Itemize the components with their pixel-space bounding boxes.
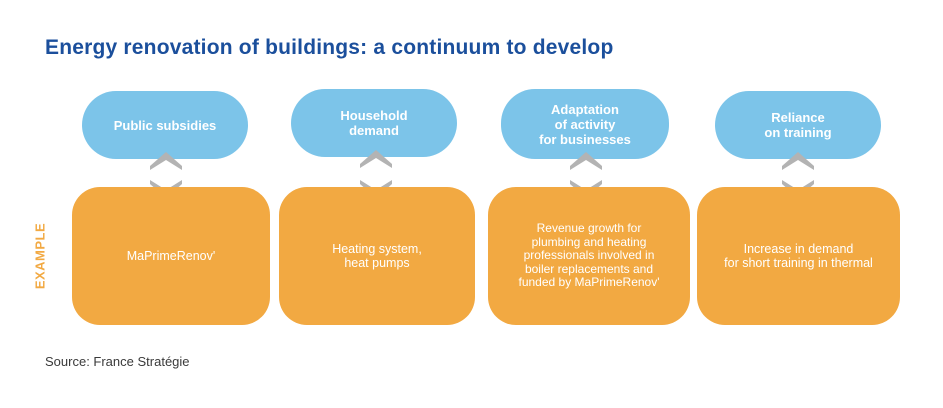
heading-label: Adaptation of activity for businesses <box>539 101 631 147</box>
heading-label: Household demand <box>340 108 408 138</box>
example-box-household-demand: Heating system, heat pumps <box>279 187 475 325</box>
example-text: Revenue growth for plumbing and heating … <box>518 221 660 290</box>
example-text: MaPrimeRenov' <box>126 249 216 263</box>
example-text: Heating system, heat pumps <box>332 242 422 270</box>
page-title: Energy renovation of buildings: a contin… <box>45 36 614 59</box>
example-side-label: EXAMPLE <box>32 222 48 290</box>
example-box-reliance-on-training: Increase in demand for short training in… <box>697 187 900 325</box>
heading-pill-public-subsidies: Public subsidies <box>82 91 248 159</box>
source-note: Source: France Stratégie <box>45 354 190 369</box>
heading-pill-reliance-on-training: Reliance on training <box>715 91 881 159</box>
heading-pill-household-demand: Household demand <box>291 89 457 157</box>
heading-label: Reliance on training <box>764 110 832 140</box>
heading-label: Public subsidies <box>113 117 217 133</box>
example-box-adaptation-of-activity: Revenue growth for plumbing and heating … <box>488 187 690 325</box>
example-box-public-subsidies: MaPrimeRenov' <box>72 187 270 325</box>
heading-pill-adaptation-of-activity: Adaptation of activity for businesses <box>501 89 669 159</box>
example-text: Increase in demand for short training in… <box>724 242 873 270</box>
